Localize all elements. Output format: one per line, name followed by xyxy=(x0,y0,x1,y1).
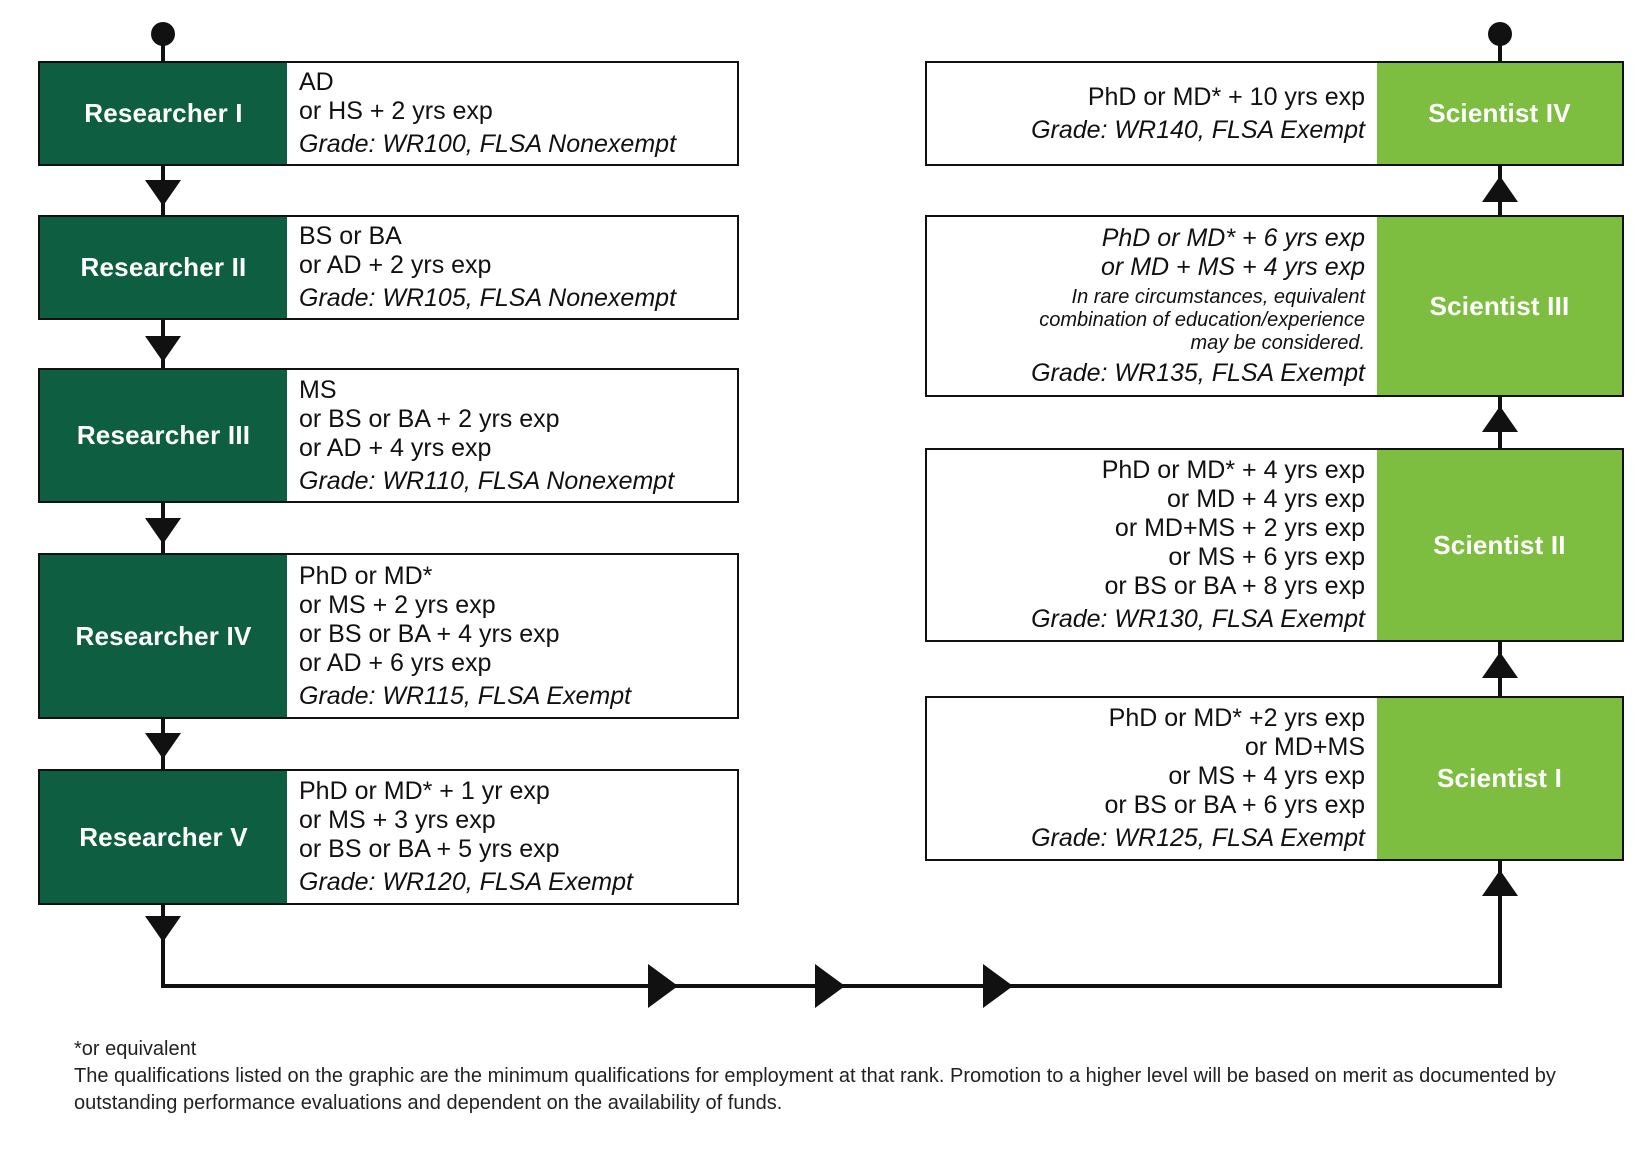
scientist-3-box: PhD or MD* + 6 yrs exp or MD + MS + 4 yr… xyxy=(925,215,1624,397)
qualification-line: MS xyxy=(299,375,337,404)
scientist-1-details: PhD or MD* +2 yrs exp or MD+MS or MS + 4… xyxy=(927,698,1377,859)
researcher-4-box: Researcher IV PhD or MD* or MS + 2 yrs e… xyxy=(38,553,739,719)
qualification-line: or BS or BA + 8 yrs exp xyxy=(1104,572,1365,600)
footnote-asterisk: *or equivalent xyxy=(74,1038,197,1060)
scientist-1-label: Scientist I xyxy=(1377,698,1622,859)
arrow-up-3 xyxy=(1482,406,1518,432)
grade-line: Grade: WR130, FLSA Exempt xyxy=(1031,605,1365,633)
grade-line: Grade: WR115, FLSA Exempt xyxy=(299,681,632,710)
qualification-line: PhD or MD* + 6 yrs exp xyxy=(1101,224,1365,252)
qualification-line: or BS or BA + 6 yrs exp xyxy=(1104,791,1365,819)
scientist-3-details: PhD or MD* + 6 yrs exp or MD + MS + 4 yr… xyxy=(927,217,1377,395)
researcher-1-details: AD or HS + 2 yrs exp Grade: WR100, FLSA … xyxy=(287,63,737,164)
scientist-1-box: PhD or MD* +2 yrs exp or MD+MS or MS + 4… xyxy=(925,696,1624,861)
arrow-right-3 xyxy=(983,964,1013,1008)
researcher-1-box: Researcher I AD or HS + 2 yrs exp Grade:… xyxy=(38,61,739,166)
note-line: combination of education/experience xyxy=(1039,309,1365,331)
arrow-right-1 xyxy=(648,964,678,1008)
arrow-down-1 xyxy=(145,180,181,206)
qualification-line: or MS + 4 yrs exp xyxy=(1168,762,1365,790)
researcher-3-box: Researcher III MS or BS or BA + 2 yrs ex… xyxy=(38,368,739,503)
footnote-text: The qualifications listed on the graphic… xyxy=(74,1065,1556,1114)
qualification-line: or HS + 2 yrs exp xyxy=(299,97,493,125)
grade-line: Grade: WR120, FLSA Exempt xyxy=(299,868,633,896)
researcher-3-details: MS or BS or BA + 2 yrs exp or AD + 4 yrs… xyxy=(287,370,737,501)
qualification-line: or AD + 6 yrs exp xyxy=(299,648,492,677)
grade-line: Grade: WR100, FLSA Nonexempt xyxy=(299,130,677,158)
qualification-line: or MD + MS + 4 yrs exp xyxy=(1101,253,1365,281)
qualification-line: or MD+MS xyxy=(1244,733,1365,761)
qualification-line: or BS or BA + 5 yrs exp xyxy=(299,835,560,863)
researcher-2-box: Researcher II BS or BA or AD + 2 yrs exp… xyxy=(38,215,739,320)
scientist-4-label: Scientist IV xyxy=(1377,63,1622,164)
grade-line: Grade: WR105, FLSA Nonexempt xyxy=(299,284,677,312)
arrow-down-4 xyxy=(145,733,181,759)
scientist-4-details: PhD or MD* + 10 yrs exp Grade: WR140, FL… xyxy=(927,63,1377,164)
researcher-5-box: Researcher V PhD or MD* + 1 yr exp or MS… xyxy=(38,769,739,905)
scientist-2-label: Scientist II xyxy=(1377,450,1622,640)
researcher-5-label: Researcher V xyxy=(40,771,287,903)
qualification-line: PhD or MD* + 1 yr exp xyxy=(299,777,550,805)
qualification-line: or BS or BA + 2 yrs exp xyxy=(299,404,560,433)
qualification-line: or BS or BA + 4 yrs exp xyxy=(299,619,560,648)
note-line: In rare circumstances, equivalent xyxy=(1071,286,1365,308)
scientist-2-box: PhD or MD* + 4 yrs exp or MD + 4 yrs exp… xyxy=(925,448,1624,642)
qualification-line: BS or BA xyxy=(299,222,402,250)
researcher-4-details: PhD or MD* or MS + 2 yrs exp or BS or BA… xyxy=(287,555,737,717)
qualification-line: PhD or MD* + 10 yrs exp xyxy=(1087,82,1365,111)
qualification-line: or MS + 3 yrs exp xyxy=(299,806,496,834)
qualification-line: or MS + 2 yrs exp xyxy=(299,590,496,619)
arrow-up-1 xyxy=(1482,870,1518,896)
arrow-right-2 xyxy=(815,964,845,1008)
researcher-1-label: Researcher I xyxy=(40,63,287,164)
qualification-line: PhD or MD* xyxy=(299,561,433,590)
researcher-2-details: BS or BA or AD + 2 yrs exp Grade: WR105,… xyxy=(287,217,737,318)
qualification-line: or AD + 4 yrs exp xyxy=(299,433,492,462)
qualification-line: PhD or MD* +2 yrs exp xyxy=(1108,704,1365,732)
qualification-line: or MD+MS + 2 yrs exp xyxy=(1114,514,1365,542)
grade-line: Grade: WR110, FLSA Nonexempt xyxy=(299,466,675,495)
footnote: *or equivalent The qualifications listed… xyxy=(74,1036,1594,1117)
arrow-up-2 xyxy=(1482,652,1518,678)
scientist-3-label: Scientist III xyxy=(1377,217,1622,395)
arrow-down-2 xyxy=(145,336,181,362)
arrow-down-3 xyxy=(145,518,181,544)
researcher-5-details: PhD or MD* + 1 yr exp or MS + 3 yrs exp … xyxy=(287,771,737,903)
grade-line: Grade: WR135, FLSA Exempt xyxy=(1031,359,1365,387)
qualification-line: or MD + 4 yrs exp xyxy=(1167,485,1365,513)
end-dot xyxy=(1488,22,1512,46)
qualification-line: or MS + 6 yrs exp xyxy=(1168,543,1365,571)
qualification-line: PhD or MD* + 4 yrs exp xyxy=(1101,456,1365,484)
grade-line: Grade: WR140, FLSA Exempt xyxy=(1031,115,1365,144)
qualification-line: AD xyxy=(299,68,334,96)
start-dot xyxy=(151,22,175,46)
arrow-up-4 xyxy=(1482,176,1518,202)
scientist-4-box: PhD or MD* + 10 yrs exp Grade: WR140, FL… xyxy=(925,61,1624,166)
researcher-2-label: Researcher II xyxy=(40,217,287,318)
researcher-3-label: Researcher III xyxy=(40,370,287,501)
grade-line: Grade: WR125, FLSA Exempt xyxy=(1031,824,1365,852)
qualification-line: or AD + 2 yrs exp xyxy=(299,251,492,279)
arrow-down-5 xyxy=(145,916,181,942)
scientist-2-details: PhD or MD* + 4 yrs exp or MD + 4 yrs exp… xyxy=(927,450,1377,640)
researcher-4-label: Researcher IV xyxy=(40,555,287,717)
note-line: may be considered. xyxy=(1190,332,1365,354)
